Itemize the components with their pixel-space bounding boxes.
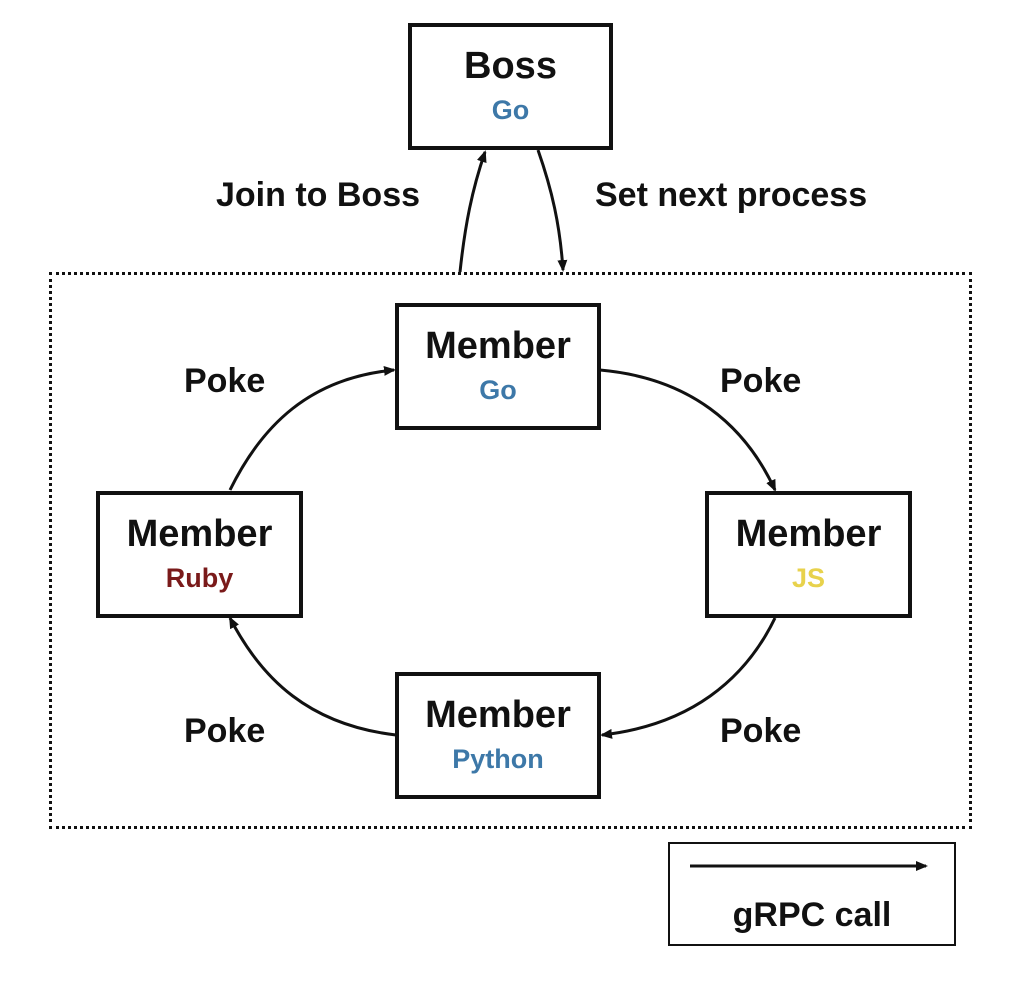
member-python-node-title: Member [425, 694, 571, 737]
edge-label-poke-go-to-js: Poke [720, 362, 802, 400]
legend-label: gRPC call [732, 896, 892, 934]
arrow-poke-js-to-python [600, 617, 777, 739]
legend: gRPC call [668, 842, 956, 946]
member-python-node-language: Python [452, 743, 544, 774]
member-ring-group [49, 272, 972, 829]
boss-node-title: Boss [464, 45, 557, 88]
member-ruby-node-language: Ruby [165, 562, 234, 593]
arrow-join-to-boss [458, 150, 487, 273]
member-go-node: Member Go [395, 303, 601, 430]
arrow-poke-ruby-to-go [228, 365, 396, 491]
edge-label-join-to-boss: Join to Boss [216, 176, 421, 214]
member-ruby-node-title: Member [126, 513, 273, 556]
member-js-node-language: JS [791, 562, 826, 593]
edge-label-set-next-process: Set next process [595, 176, 868, 214]
edge-label-poke-js-to-python: Poke [720, 712, 802, 750]
member-go-node-title: Member [425, 325, 571, 368]
boss-node-language: Go [491, 94, 530, 125]
member-ruby-node: Member Ruby [96, 491, 303, 618]
member-python-node: Member Python [395, 672, 601, 799]
member-js-node-title: Member [735, 513, 882, 556]
edge-label-poke-python-to-ruby: Poke [184, 712, 266, 750]
edge-label-poke-ruby-to-go: Poke [184, 362, 266, 400]
arrow-poke-python-to-ruby [228, 616, 397, 737]
arrow-poke-go-to-js [599, 368, 777, 492]
member-go-node-language: Go [479, 374, 517, 405]
member-js-node: Member JS [705, 491, 912, 618]
arrow-set-next-process [536, 149, 568, 272]
boss-node: Boss Go [408, 23, 613, 150]
